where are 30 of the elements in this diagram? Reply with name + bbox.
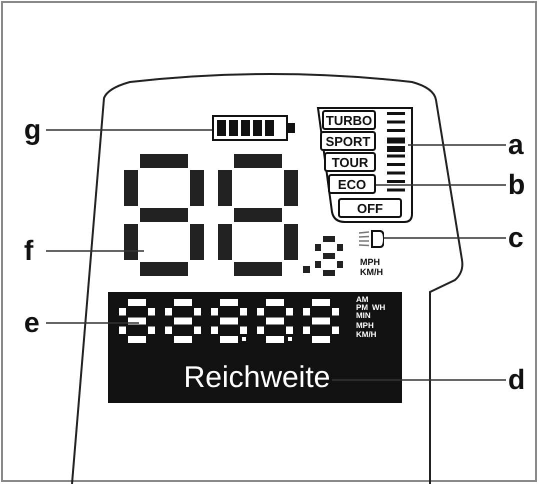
unit-label: MIN [356, 312, 371, 320]
unit-label: KM/H [356, 331, 376, 339]
mode-label: ECO [328, 174, 376, 194]
leader-line [46, 129, 212, 131]
callout-letter: a [508, 130, 528, 160]
mode-label: TURBO [322, 110, 376, 130]
callout-letter: c [508, 223, 528, 253]
callout-letter: g [24, 115, 44, 145]
unit-label: PM [356, 304, 368, 312]
callout-letter: b [508, 170, 528, 200]
callout-letter: d [508, 365, 528, 395]
headlight-icon [358, 229, 384, 249]
leader-line [384, 237, 506, 239]
unit-label: MPH [356, 322, 374, 330]
battery-icon [212, 115, 298, 141]
callout-letter: e [24, 308, 44, 338]
leader-line [46, 250, 144, 252]
unit-label: KM/H [360, 268, 383, 277]
unit-label: AM [356, 296, 368, 304]
mode-label: TOUR [324, 152, 376, 172]
display-text: Reichweite [182, 358, 332, 398]
callout-letter: f [24, 236, 44, 266]
leader-line [332, 379, 506, 381]
leader-line [46, 322, 139, 324]
mode-label: SPORT [320, 131, 376, 151]
mode-label: OFF [338, 198, 402, 218]
leader-line [408, 144, 506, 146]
leader-line [376, 184, 506, 186]
unit-label: MPH [360, 258, 380, 267]
unit-label: WH [372, 304, 386, 312]
